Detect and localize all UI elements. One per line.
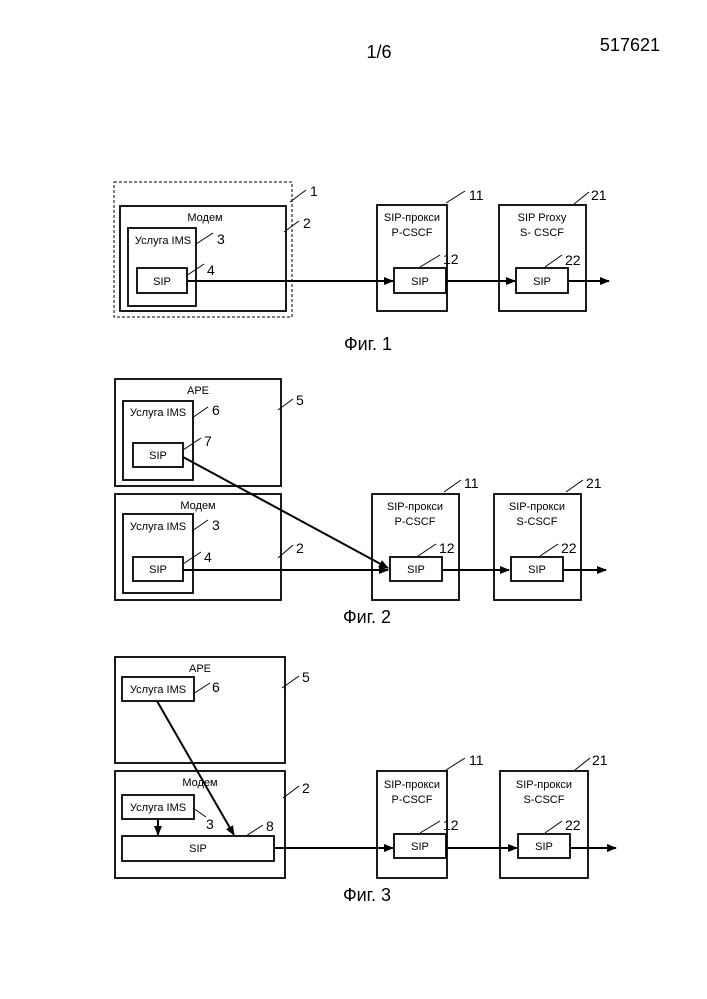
device-boundary-dashed: [114, 182, 292, 317]
ref-numeral: 5: [302, 669, 310, 685]
modem-label: Модем: [180, 500, 215, 512]
ref-numeral: 2: [296, 540, 304, 556]
proxy-label: SIP-прокси: [384, 779, 440, 791]
pcscf-label: P-CSCF: [392, 227, 433, 239]
leader-line: [246, 825, 263, 836]
ref-numeral: 4: [204, 549, 212, 565]
ref-numeral: 21: [591, 187, 607, 203]
ims-service-label: Услуга IMS: [130, 802, 186, 814]
sip-label: SIP: [411, 276, 429, 288]
page-number: 1/6: [366, 42, 391, 62]
ref-numeral: 6: [212, 679, 220, 695]
scscf-label: S- CSCF: [520, 227, 564, 239]
proxy-label: SIP Proxy: [518, 212, 567, 224]
ims-service-label: Услуга IMS: [135, 235, 191, 247]
figure-caption: Фиг. 2: [343, 607, 391, 627]
leader-line: [575, 758, 590, 770]
pcscf-label: P-CSCF: [395, 516, 436, 528]
sip-label: SIP: [407, 564, 425, 576]
leader-line: [446, 758, 465, 770]
ref-numeral: 7: [204, 433, 212, 449]
ref-numeral: 11: [464, 475, 479, 491]
ref-numeral: 2: [302, 780, 310, 796]
ref-numeral: 5: [296, 392, 304, 408]
leader-line: [193, 808, 206, 817]
leader-line: [192, 520, 208, 531]
ape-label: APE: [189, 663, 211, 675]
scscf-label: S-CSCF: [517, 516, 558, 528]
leader-line: [186, 264, 204, 276]
ref-numeral: 8: [266, 818, 274, 834]
ref-numeral: 6: [212, 402, 220, 418]
sip-label: SIP: [411, 841, 429, 853]
sip-label: SIP: [149, 564, 167, 576]
leader-line: [196, 233, 213, 244]
scscf-label: S-CSCF: [524, 794, 565, 806]
figure-caption: Фиг. 1: [344, 334, 392, 354]
pcscf-label: P-CSCF: [392, 794, 433, 806]
sip-label: SIP: [189, 843, 207, 855]
modem-label: Модем: [187, 212, 222, 224]
leader-line: [545, 255, 562, 267]
ref-numeral: 4: [207, 262, 215, 278]
ref-numeral: 3: [217, 231, 225, 247]
leader-line: [446, 191, 465, 203]
leader-line: [545, 821, 562, 833]
proxy-label: SIP-прокси: [509, 501, 565, 513]
document-number: 517621: [600, 35, 660, 55]
signal-arrow: [157, 701, 234, 835]
sip-label: SIP: [149, 450, 167, 462]
ref-numeral: 2: [303, 215, 311, 231]
ref-numeral: 21: [586, 475, 602, 491]
sip-label: SIP: [535, 841, 553, 853]
leader-line: [566, 480, 583, 492]
sip-label: SIP: [533, 276, 551, 288]
ref-numeral: 22: [565, 817, 581, 833]
leader-line: [574, 192, 589, 204]
leader-line: [420, 821, 440, 833]
leader-line: [420, 255, 440, 267]
ref-numeral: 3: [206, 816, 214, 832]
leader-line: [193, 683, 210, 694]
figure-caption: Фиг. 3: [343, 885, 391, 905]
leader-line: [444, 480, 461, 492]
proxy-label: SIP-прокси: [384, 212, 440, 224]
ims-service-label: Услуга IMS: [130, 521, 186, 533]
figure-1: Модем Услуга IMS SIP SIP-прокси P-CSCF S…: [114, 182, 609, 354]
ref-numeral: 12: [439, 540, 455, 556]
figure-3: APE Услуга IMS Модем Услуга IMS SIP SIP-…: [115, 657, 616, 905]
ref-numeral: 1: [310, 183, 318, 199]
ims-service-label: Услуга IMS: [130, 407, 186, 419]
ref-numeral: 22: [565, 252, 581, 268]
sip-label: SIP: [528, 564, 546, 576]
ref-numeral: 12: [443, 251, 459, 267]
ref-numeral: 11: [469, 752, 484, 768]
leader-line: [192, 407, 208, 418]
ref-numeral: 11: [469, 187, 484, 203]
sip-label: SIP: [153, 276, 171, 288]
ref-numeral: 3: [212, 517, 220, 533]
leader-line: [183, 552, 201, 564]
modem-label: Модем: [182, 777, 217, 789]
figure-2: APE Услуга IMS SIP Модем Услуга IMS SIP …: [115, 379, 606, 627]
leader-line: [418, 544, 436, 556]
proxy-label: SIP-прокси: [387, 501, 443, 513]
leader-line: [183, 438, 201, 450]
leader-line: [540, 544, 558, 556]
ims-service-label: Услуга IMS: [130, 684, 186, 696]
ref-numeral: 22: [561, 540, 577, 556]
ref-numeral: 12: [443, 817, 459, 833]
ref-numeral: 21: [592, 752, 608, 768]
ape-label: APE: [187, 385, 209, 397]
proxy-label: SIP-прокси: [516, 779, 572, 791]
